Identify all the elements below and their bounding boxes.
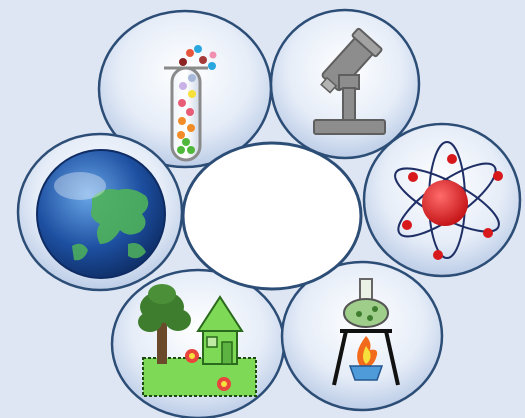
microscope-icon xyxy=(313,27,386,135)
house-garden-icon xyxy=(138,284,257,397)
center-circle xyxy=(181,141,363,291)
atom-icon xyxy=(394,141,503,260)
petal-lab-experiment xyxy=(280,260,444,412)
petal-chemistry xyxy=(97,9,273,169)
petal-microscope xyxy=(269,8,421,160)
petal-geography xyxy=(16,132,184,292)
petal-physics xyxy=(362,122,522,278)
flask-burner-icon xyxy=(332,278,400,386)
test-tube-icon xyxy=(164,45,217,162)
globe-icon xyxy=(36,149,166,279)
petal-environment xyxy=(110,268,286,418)
